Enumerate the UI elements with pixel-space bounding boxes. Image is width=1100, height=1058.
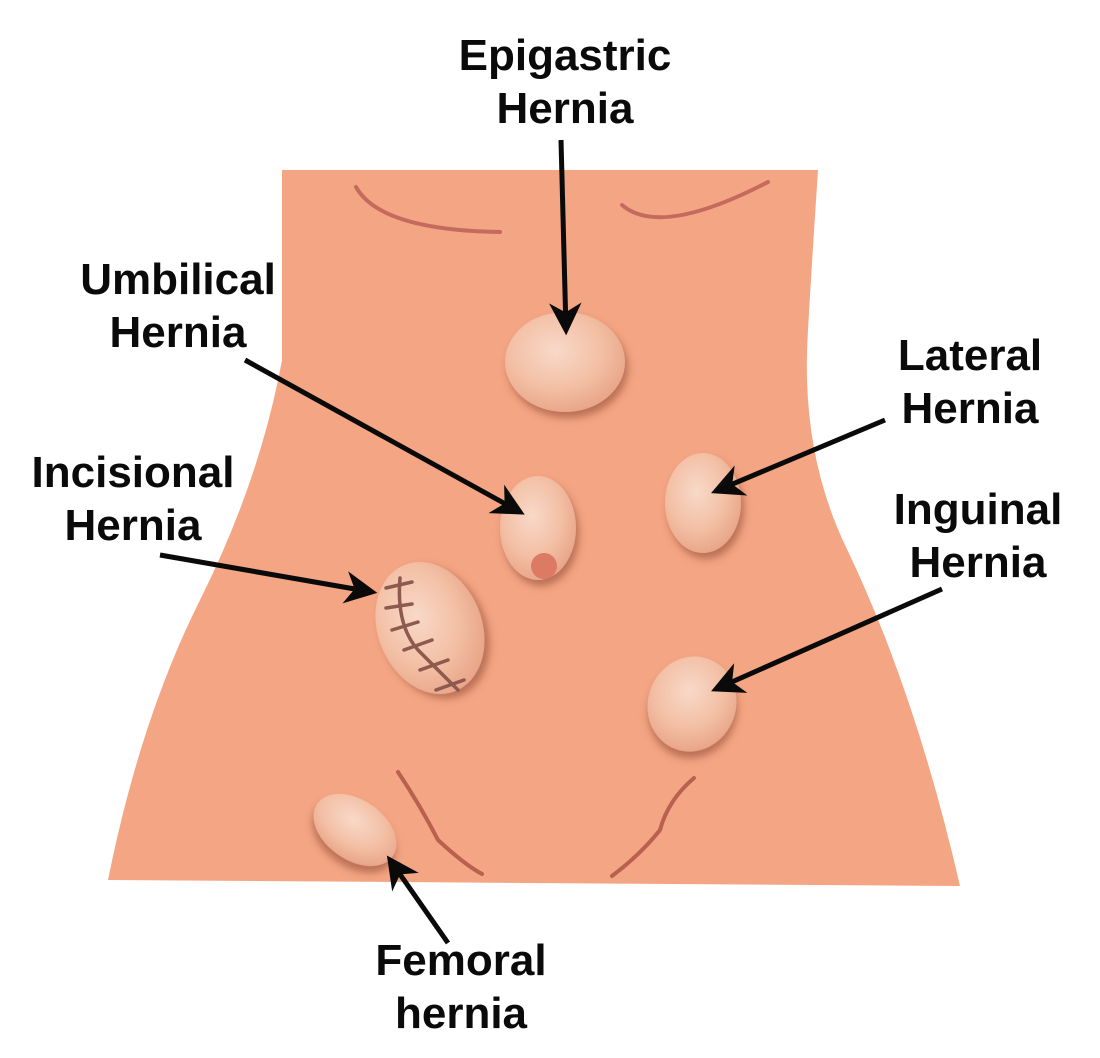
umbilical-arrow bbox=[243, 357, 525, 515]
incisional-bulge bbox=[375, 562, 485, 694]
navel bbox=[531, 553, 557, 579]
lateral-bulge bbox=[665, 453, 741, 553]
epigastric-bulge bbox=[505, 312, 625, 412]
chest-crease-right bbox=[620, 180, 770, 220]
chest-crease-left bbox=[354, 185, 502, 234]
umbilical-hernia-label: Umbilical Hernia bbox=[80, 255, 276, 357]
femoral-bulge bbox=[313, 793, 397, 867]
groin-crease-left bbox=[396, 770, 484, 876]
inguinal-hernia-label: Inguinal Hernia bbox=[893, 485, 1063, 587]
femoral-arrow bbox=[386, 855, 451, 945]
inguinal-arrow bbox=[711, 586, 944, 693]
epigastric-hernia-label: Epigastric Hernia bbox=[458, 31, 672, 133]
epigastric-arrow bbox=[549, 139, 582, 336]
femoral-hernia-label: Femoral hernia bbox=[375, 936, 547, 1038]
incision-scar bbox=[384, 576, 466, 692]
lateral-hernia-label: Lateral Hernia bbox=[897, 331, 1043, 433]
incisional-hernia-label: Incisional Hernia bbox=[31, 448, 235, 550]
lateral-arrow bbox=[711, 417, 886, 496]
incisional-arrow bbox=[159, 552, 378, 604]
groin-crease-right bbox=[610, 776, 696, 878]
